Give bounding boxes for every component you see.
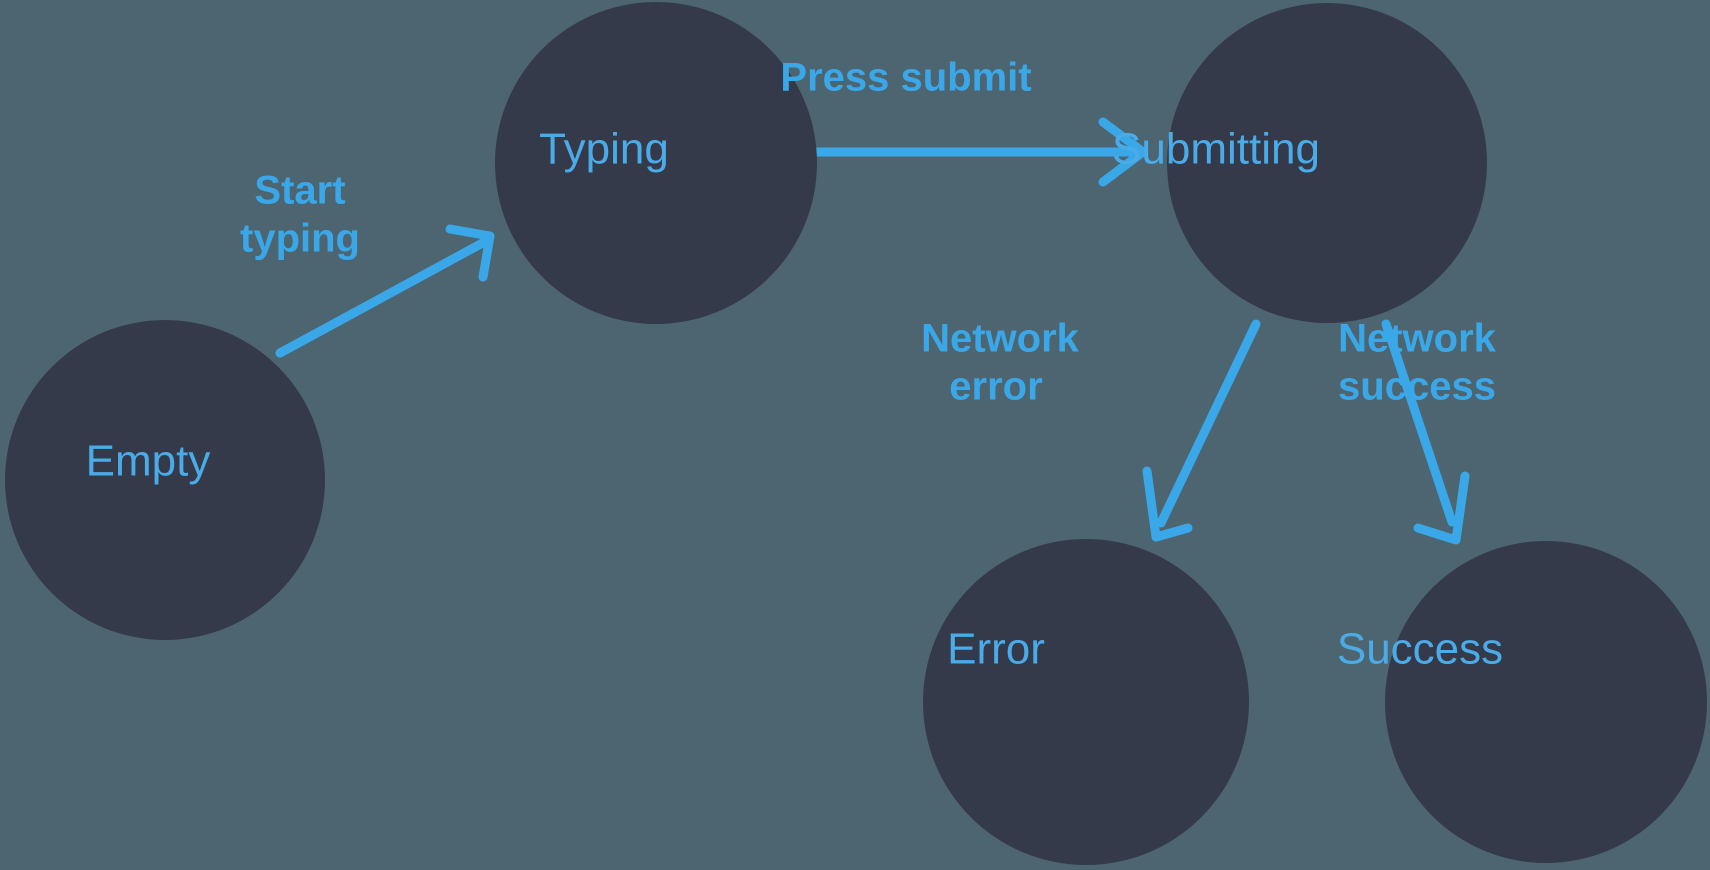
transition-network-success [1381,319,1470,545]
state-label-success: Success [1337,625,1503,674]
state-circle-empty[interactable] [5,320,325,640]
arrowhead-network-success [1413,471,1470,545]
state-circle-typing[interactable] [495,2,817,324]
transition-line-network-success [1381,319,1457,527]
state-label-submitting: Submitting [1112,125,1320,174]
state-node-success[interactable]: Success [1337,541,1707,863]
state-circle-submitting[interactable] [1167,3,1487,323]
state-label-empty: Empty [86,437,211,486]
state-node-error[interactable]: Error [923,539,1249,865]
transition-label-start-typing-line-0: Start [254,169,345,213]
transition-label-network-error-line-0: Network [921,317,1080,361]
transition-start-typing [275,224,495,358]
transition-label-network-error: Network error [921,317,1080,409]
state-node-typing[interactable]: Typing [495,2,817,324]
transition-label-network-success-line-1: success [1338,365,1496,409]
transition-line-network-error [1156,319,1261,528]
state-node-submitting[interactable]: Submitting [1112,3,1487,323]
transition-label-press-submit: Press submit [780,56,1031,100]
transition-label-press-submit-line-0: Press submit [780,56,1031,100]
state-label-error: Error [947,625,1045,674]
state-circle-success[interactable] [1385,541,1707,863]
transition-line-start-typing [275,235,493,358]
transition-label-start-typing-line-1: typing [240,217,360,261]
transition-label-network-success-line-0: Network [1338,317,1497,361]
arrowhead-press-submit [1098,117,1148,187]
transition-press-submit [760,117,1148,187]
arrowhead-network-error [1142,466,1193,542]
arrowhead-start-typing [445,224,495,282]
transition-label-network-success: Network success [1338,317,1497,409]
state-node-empty[interactable]: Empty [5,320,325,640]
transition-network-error [1142,319,1261,542]
state-label-typing: Typing [539,125,669,174]
transition-label-network-error-line-1: error [949,365,1042,409]
transition-label-start-typing: Start typing [240,169,360,261]
state-circle-error[interactable] [923,539,1249,865]
